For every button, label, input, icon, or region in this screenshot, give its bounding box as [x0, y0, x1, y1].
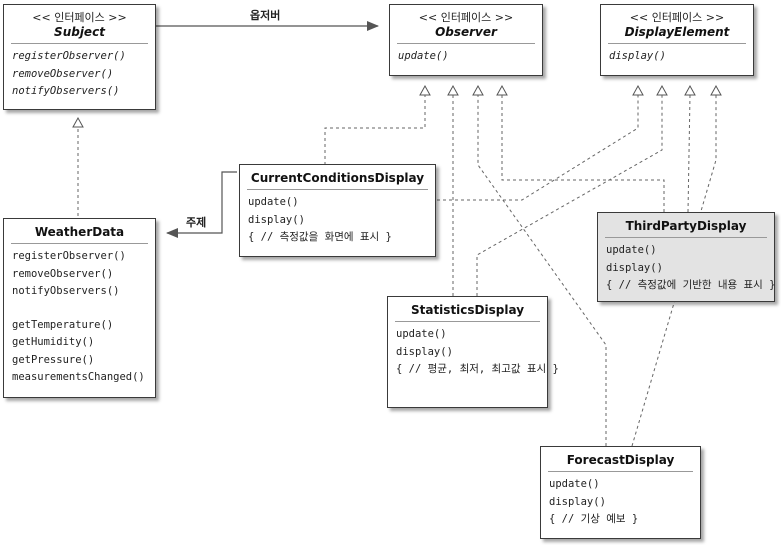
method: display() [549, 495, 606, 508]
method: registerObserver() [12, 50, 126, 62]
divider [247, 189, 428, 190]
method: removeObserver() [12, 67, 114, 80]
method-list: update() display() { // 측정값을 화면에 표시 } [240, 190, 435, 247]
method: getHumidity() [12, 336, 95, 348]
display-subject-association [166, 171, 237, 238]
class-name: ForecastDisplay [566, 453, 675, 467]
method: display() [606, 261, 663, 274]
method-list: display() [601, 44, 753, 66]
realization-arrowhead [472, 84, 484, 96]
forecast-implements-observer [477, 95, 607, 446]
realization-arrowhead [684, 84, 696, 96]
class-name: WeatherData [34, 225, 125, 239]
method-list: update() display() { // 평균, 최저, 최고값 표시 } [388, 322, 559, 379]
method: getTemperature() [12, 318, 114, 331]
displayelement-interface: << 인터페이스 >> DisplayElement display() [600, 4, 754, 76]
method: removeObserver() [12, 267, 114, 280]
method-list: registerObserver() removeObserver() noti… [4, 244, 155, 387]
method: notifyObservers() [12, 85, 120, 97]
thirdpartydisplay-class: ThirdPartyDisplay update() display() { /… [597, 212, 775, 302]
method: display() [396, 345, 453, 358]
current-implements-displayelement [437, 95, 639, 201]
divider [395, 321, 540, 322]
divider [605, 237, 767, 238]
class-name: StatisticsDisplay [410, 303, 525, 317]
divider [11, 43, 148, 44]
class-name: ThirdPartyDisplay [625, 219, 747, 233]
statistics-implements-displayelement [476, 95, 663, 296]
statisticsdisplay-class: StatisticsDisplay update() display() { /… [387, 296, 559, 408]
method: update() [549, 478, 600, 490]
method: update() [396, 328, 447, 340]
realization-arrowhead [496, 84, 508, 96]
realization-arrowhead [710, 84, 722, 96]
divider [608, 43, 746, 44]
realization-arrowhead [419, 84, 431, 96]
observer-interface: << 인터페이스 >> Observer update() [389, 4, 543, 76]
divider [397, 43, 535, 44]
realization-arrowhead [72, 116, 84, 128]
subject-interface: << 인터페이스 >> Subject registerObserver() r… [3, 4, 156, 110]
divider [11, 243, 148, 244]
class-name: Subject [54, 25, 105, 39]
method-list: update() display() { // 측정값에 기반한 내용 표시 } [598, 238, 776, 295]
method-body: { // 측정값을 화면에 표시 } [248, 231, 392, 243]
method-list: update() [390, 44, 542, 66]
observer-edge-label: 옵저버 [250, 9, 281, 22]
realization-arrowhead [656, 84, 668, 96]
stereotype-label: << 인터페이스 >> [418, 11, 514, 24]
method: update() [398, 50, 449, 62]
class-name: Observer [435, 25, 497, 39]
divider [548, 471, 693, 472]
method-list: update() display() { // 기상 예보 } [541, 472, 700, 529]
method-body: { // 기상 예보 } [549, 513, 639, 525]
class-name: CurrentConditionsDisplay [250, 171, 425, 185]
method: notifyObservers() [12, 285, 120, 297]
method-list: registerObserver() removeObserver() noti… [4, 44, 155, 101]
method: registerObserver() [12, 250, 126, 262]
method: display() [609, 50, 666, 62]
method: measurementsChanged() [12, 371, 145, 383]
forecastdisplay-class: ForecastDisplay update() display() { // … [540, 446, 701, 539]
method: display() [248, 213, 305, 226]
thirdparty-implements-displayelement [687, 94, 691, 213]
method-body: { // 측정값에 기반한 내용 표시 } [606, 279, 776, 291]
method-body: { // 평균, 최저, 최고값 표시 } [396, 363, 559, 375]
subject-edge-label: 주제 [186, 216, 207, 229]
stereotype-label: << 인터페이스 >> [629, 11, 725, 24]
stereotype-label: << 인터페이스 >> [32, 11, 127, 24]
weatherdata-class: WeatherData registerObserver() removeObs… [3, 218, 156, 398]
method: getPressure() [12, 353, 95, 366]
method: update() [606, 244, 657, 256]
realization-arrowhead [447, 84, 459, 96]
currentconditionsdisplay-class: CurrentConditionsDisplay update() displa… [239, 164, 436, 257]
thirdparty-implements-observer [501, 95, 665, 212]
class-name: DisplayElement [624, 25, 730, 39]
realization-arrowhead [632, 84, 644, 96]
current-implements-observer [324, 95, 426, 165]
method: update() [248, 196, 299, 208]
